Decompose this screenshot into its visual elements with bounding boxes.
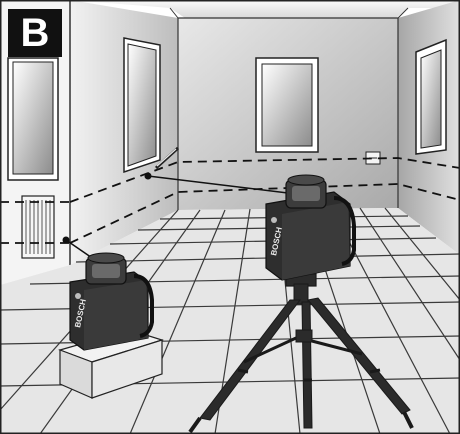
radiator: [22, 196, 54, 258]
back-window: [256, 58, 318, 152]
figure-label-badge: B: [8, 9, 62, 57]
left-window: [124, 38, 160, 172]
right-window: [416, 40, 446, 154]
foreground-window: [8, 58, 58, 180]
